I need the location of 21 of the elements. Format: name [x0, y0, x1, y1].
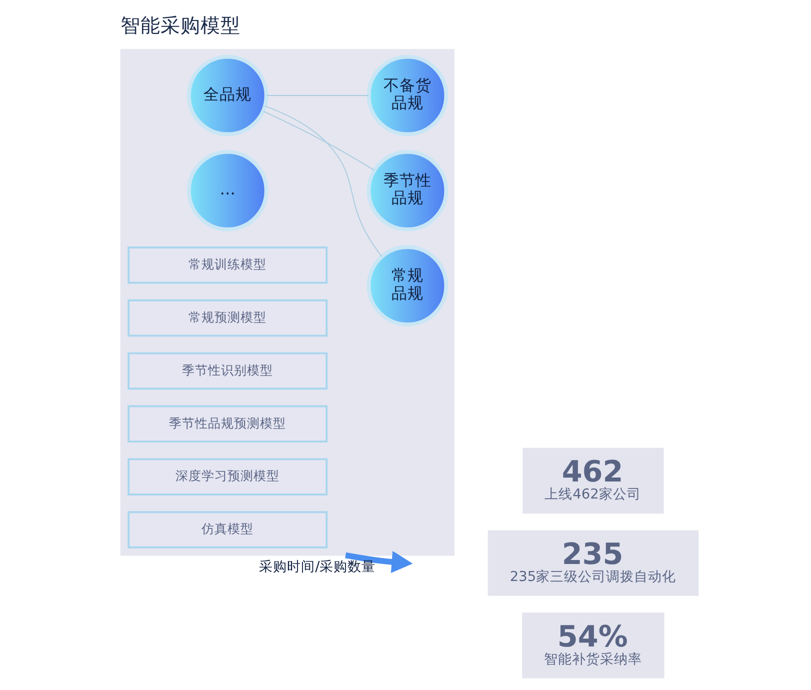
node-box: 深度学习预测模型	[128, 458, 328, 496]
connector	[262, 110, 375, 171]
node-box: 462 上线462家公司	[522, 448, 664, 514]
connector	[264, 106, 382, 258]
node-circle: …	[186, 150, 268, 232]
node-box: 常规预测模型	[128, 299, 328, 337]
node-circle: 全品规	[186, 54, 268, 136]
node-box: 常规训练模型	[128, 246, 328, 284]
cluster	[120, 48, 454, 556]
node-box: 季节性品规预测模型	[128, 405, 328, 443]
arrow	[345, 550, 413, 573]
node-circle: 季节性品规	[366, 150, 448, 232]
edge-label: 采购时间/采购数量	[259, 559, 376, 576]
node-circle: 常规品规	[366, 245, 448, 326]
node-circle: 不备货品规	[366, 54, 448, 136]
node-box: 仿真模型	[128, 511, 328, 548]
node-box: 54% 智能补货采纳率	[522, 612, 664, 678]
connector	[266, 95, 370, 96]
node-box: 季节性识别模型	[128, 352, 328, 390]
diagram-title: 智能采购模型	[120, 14, 241, 37]
node-box: 235 235家三级公司调拨自动化	[488, 530, 699, 596]
